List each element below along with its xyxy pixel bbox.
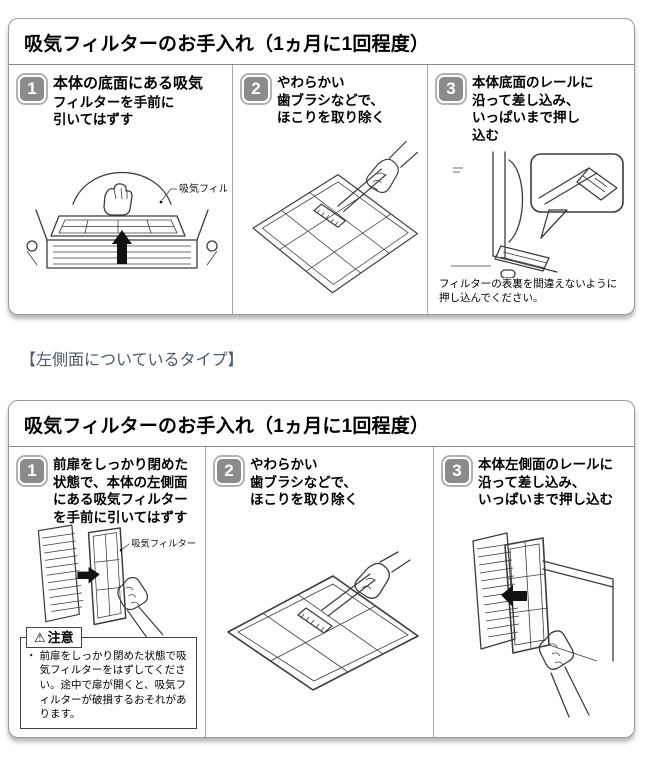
step-instruction: やわらかい歯ブラシなどで、ほこりを取り除く <box>250 456 358 509</box>
step-header: 2 やわらかい歯ブラシなどで、ほこりを取り除く <box>215 456 428 509</box>
step-instruction-line: ほこりを取り除く <box>250 492 358 508</box>
step-number-badge: 1 <box>18 457 46 485</box>
illustration-brush-filter <box>252 141 418 294</box>
step-illustration-area <box>215 509 428 733</box>
step-instruction-line: 状態で、本体の左側面 <box>53 474 188 490</box>
illustration-remove-filter-side: 吸気フィルター <box>37 524 196 638</box>
step-instruction-line: 本体の底面にある吸気 <box>53 75 204 92</box>
step-instruction-line: 前扉をしっかり閉めた <box>53 457 188 472</box>
caution-word: 注意 <box>47 629 74 645</box>
step-instruction: 本体左側面のレールに沿って差し込み、いっぱいまで押し込む <box>478 456 613 509</box>
step-note: フィルターの表裏を間違えないように押し込んでください。 <box>439 277 618 305</box>
step-header: 1 前扉をしっかり閉めた状態で、本体の左側面にある吸気フィルターを手前に引いては… <box>18 456 200 526</box>
illustration-remove-filter-bottom: 吸気フィルター <box>25 172 227 269</box>
caution-body: ・ 前扉をしっかり閉めた状態で吸気フィルターをはずしてください。途中で扉が開くと… <box>26 649 191 722</box>
step-instruction-line: にある吸気フィルター <box>53 492 188 508</box>
step-instruction-line: 歯ブラシなどで、 <box>277 92 384 108</box>
step-illustration-area <box>242 127 422 310</box>
step-header: 3 本体底面のレールに沿って差し込み、いっぱいまで押し込む <box>437 74 629 144</box>
step-instruction-line: やわらかい <box>250 457 318 472</box>
illustration-brush-filter-flat <box>226 551 419 691</box>
step-number-badge: 3 <box>443 457 471 485</box>
procedure-step: 2 やわらかい歯ブラシなどで、ほこりを取り除く <box>206 447 434 737</box>
step-instruction-line: 本体底面のレールに <box>472 75 594 90</box>
filter-label: 吸気フィルター <box>131 538 196 549</box>
procedure-title: 吸気フィルターのお手入れ（1ヵ月に1回程度） <box>9 401 634 447</box>
step-instruction-line: フィルターを手前に <box>53 94 175 110</box>
illustration-insert-filter-side <box>472 532 614 718</box>
procedure-step: 3 本体底面のレールに沿って差し込み、いっぱいまで押し込む フィルターの表裏を間… <box>428 65 634 314</box>
step-instruction: 前扉をしっかり閉めた状態で、本体の左側面にある吸気フィルターを手前に引いてはずす <box>53 456 188 526</box>
step-number-badge: 1 <box>18 75 46 103</box>
step-illustration-area: 吸気フィルター <box>18 524 200 638</box>
step-instruction-line: 沿って差し込み、 <box>478 474 586 490</box>
procedure-step: 1 前扉をしっかり閉めた状態で、本体の左側面にある吸気フィルターを手前に引いては… <box>9 447 206 737</box>
step-illustration-area: 吸気フィルター <box>18 129 227 310</box>
caution-bullet: ・ <box>26 649 37 662</box>
manual-page: 吸気フィルターのお手入れ（1ヵ月に1回程度） 1 本体の底面にある吸気フィルター… <box>0 18 651 738</box>
procedure-box: 吸気フィルターのお手入れ（1ヵ月に1回程度） 1 本体の底面にある吸気フィルター… <box>8 18 635 315</box>
caution-box: ⚠ 注意 ・ 前扉をしっかり閉めた状態で吸気フィルターをはずしてください。途中で… <box>20 626 197 729</box>
step-instruction-line: いっぱいまで押し <box>472 110 580 126</box>
procedure-step: 2 やわらかい歯ブラシなどで、ほこりを取り除く <box>233 65 428 314</box>
caution-text: 前扉をしっかり閉めた状態で吸気フィルターをはずしてください。途中で扉が開くと、吸… <box>39 649 187 721</box>
step-header: 3 本体左側面のレールに沿って差し込み、いっぱいまで押し込む <box>443 456 629 509</box>
step-number-badge: 2 <box>215 457 243 485</box>
step-header: 1 本体の底面にある吸気フィルターを手前に引いてはずす <box>18 74 227 129</box>
steps-row: 1 前扉をしっかり閉めた状態で、本体の左側面にある吸気フィルターを手前に引いては… <box>9 447 634 737</box>
step-instruction-line: を手前に引いてはずす <box>53 509 188 525</box>
step-number-badge: 2 <box>242 75 270 103</box>
caution-label: ⚠ 注意 <box>26 626 82 648</box>
top-procedure-section: 吸気フィルターのお手入れ（1ヵ月に1回程度） 1 本体の底面にある吸気フィルター… <box>0 18 651 315</box>
procedure-box: 吸気フィルターのお手入れ（1ヵ月に1回程度） 1 前扉をしっかり閉めた状態で、本… <box>8 400 635 738</box>
step-illustration-area <box>437 144 629 279</box>
step-instruction-line: いっぱいまで押し込む <box>478 492 613 508</box>
step-number-badge: 3 <box>437 75 465 103</box>
step-instruction-line: 沿って差し込み、 <box>472 92 580 108</box>
step-illustration-area <box>443 509 629 733</box>
step-instruction: やわらかい歯ブラシなどで、ほこりを取り除く <box>277 74 385 127</box>
procedure-title: 吸気フィルターのお手入れ（1ヵ月に1回程度） <box>9 19 634 65</box>
step-instruction: 本体底面のレールに沿って差し込み、いっぱいまで押し込む <box>472 74 594 144</box>
illustration-insert-filter-bottom <box>451 151 624 279</box>
step-instruction-line: 本体左側面のレールに <box>478 457 613 472</box>
procedure-step: 3 本体左側面のレールに沿って差し込み、いっぱいまで押し込む <box>434 447 634 737</box>
step-instruction-line: 引いてはずす <box>53 112 134 128</box>
section-heading-left-side-type: 【左側面についているタイプ】 <box>20 352 244 369</box>
left-side-procedure-section: 吸気フィルターのお手入れ（1ヵ月に1回程度） 1 前扉をしっかり閉めた状態で、本… <box>0 400 651 738</box>
filter-label: 吸気フィルター <box>179 182 227 195</box>
step-instruction-line: やわらかい <box>277 75 345 90</box>
warning-icon: ⚠ <box>34 629 46 645</box>
step-header: 2 やわらかい歯ブラシなどで、ほこりを取り除く <box>242 74 422 127</box>
step-instruction-line: 込む <box>472 127 499 143</box>
step-instruction-line: ほこりを取り除く <box>277 110 385 126</box>
step-instruction: 本体の底面にある吸気フィルターを手前に引いてはずす <box>53 74 203 129</box>
step-instruction-line: 歯ブラシなどで、 <box>250 474 357 490</box>
